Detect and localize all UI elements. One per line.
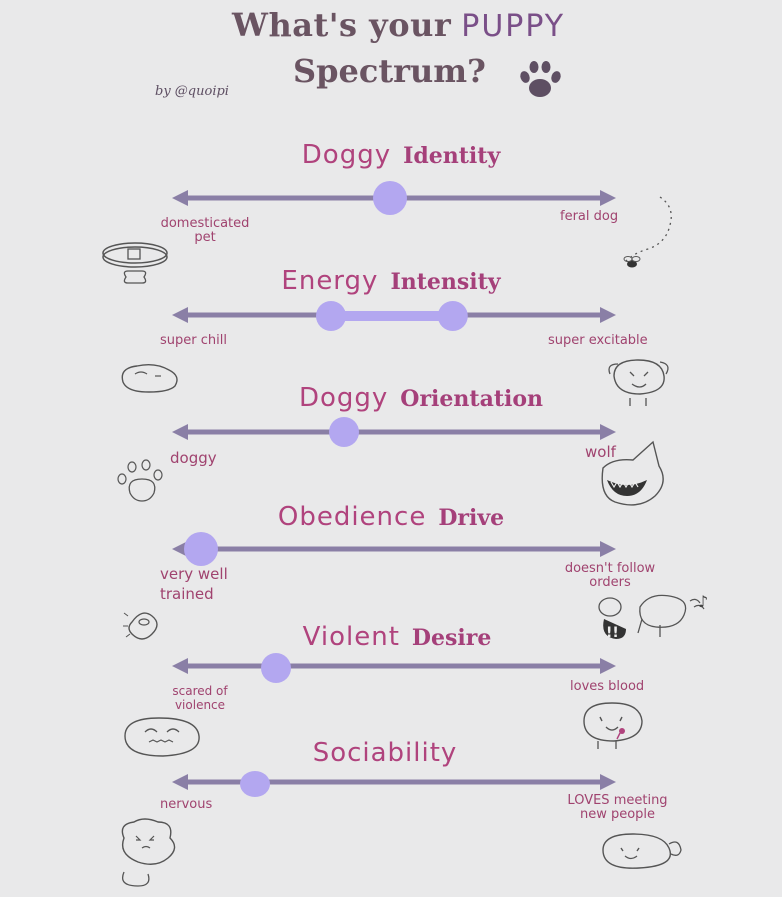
svg-text:!!: !!: [606, 625, 619, 641]
page-title-line1: What's your PUPPY: [232, 6, 565, 44]
title-puppy: PUPPY: [461, 9, 566, 44]
sleeping-dog-icon: [121, 363, 178, 393]
spectrum-title-a: Sociability: [312, 738, 458, 768]
header: What's your PUPPY Spectrum? by @quoipi: [0, 0, 782, 110]
scared-dog-icon: [124, 717, 200, 757]
right-label: super excitable: [548, 333, 648, 348]
paw-icon: [520, 61, 561, 97]
spectrum-title-b: Desire: [411, 625, 492, 651]
spectrum-marker[interactable]: [327, 415, 361, 449]
spectrum-axis: [172, 658, 616, 674]
dog-collar-icon: [102, 242, 168, 284]
spectrum-title-a: Violent: [302, 622, 400, 652]
spectrum-title-a: Energy: [281, 266, 379, 296]
spectrum-title: Violent Desire: [6, 622, 782, 652]
right-label: wolf: [585, 443, 616, 461]
spectrum-title-b: Orientation: [400, 386, 544, 412]
right-label: loves blood: [570, 679, 645, 694]
left-label: nervous: [160, 797, 213, 812]
spectrum-title: Doggy Orientation: [30, 383, 782, 413]
wolf-teeth-icon: [601, 440, 664, 506]
spectrum-title-a: Doggy: [301, 140, 392, 170]
spectrum-title-b: Intensity: [390, 269, 501, 295]
bloody-dog-icon: [583, 702, 643, 749]
spectrum-axis: [172, 774, 616, 790]
happy-dog-icon: [602, 833, 682, 869]
right-label: doesn't follow orders: [564, 561, 656, 590]
right-label: feral dog: [560, 209, 619, 224]
spectrum-doggy-orientation: Doggy Orientation doggy wolf: [0, 383, 782, 506]
spectrum-doggy-identity: Doggy Identity domesticated pet feral dog: [0, 140, 782, 284]
spectrum-title: Doggy Identity: [10, 140, 782, 170]
page-title-line2: Spectrum?: [293, 52, 486, 90]
spectrum-title-b: Drive: [438, 505, 505, 531]
left-label: very well trained: [160, 565, 228, 603]
spectrum-obedience-drive: Obedience Drive very well trained doesn't…: [0, 502, 782, 641]
fly-buzz-icon: [623, 196, 672, 268]
paw-print-icon: [117, 459, 163, 502]
byline: by @quoipi: [155, 84, 229, 99]
left-label: super chill: [160, 333, 227, 348]
left-label: scared of violence: [172, 684, 228, 712]
spectrum-sociability: Sociability nervous LOVES meeting new pe…: [0, 738, 782, 897]
right-label: LOVES meeting new people: [567, 793, 668, 822]
svg-text:♪: ♪: [698, 592, 708, 611]
clicker-icon: [123, 612, 158, 640]
spectrum-violent-desire: Violent Desire scared of violence loves b…: [0, 622, 782, 757]
spectrum-marker[interactable]: [182, 530, 220, 568]
spectrum-range-marker[interactable]: [314, 299, 470, 333]
nervous-dog-icon: [121, 818, 176, 887]
spectrum-marker[interactable]: [239, 769, 271, 799]
spectrum-title-b: Identity: [403, 143, 501, 169]
spectrum-axis: [172, 541, 616, 557]
spectrum-title-a: Obedience: [277, 502, 427, 532]
title-text: What's your: [232, 6, 452, 44]
left-label: domesticated pet: [160, 216, 250, 245]
left-label: doggy: [170, 449, 217, 467]
spectrum-marker[interactable]: [370, 178, 410, 218]
excited-dog-icon: [608, 359, 669, 406]
spectrum-title: Obedience Drive: [0, 502, 782, 532]
spectrum-axis: [172, 424, 616, 440]
spectrum-title-a: Doggy: [298, 383, 389, 413]
spectrum-title: Sociability: [0, 738, 782, 768]
barking-dog-icon: !! ♪: [598, 592, 708, 641]
spectrum-title: Energy Intensity: [0, 266, 782, 296]
spectrum-marker[interactable]: [259, 651, 293, 685]
spectrum-energy-intensity: Energy Intensity super chill super excita…: [0, 266, 782, 406]
